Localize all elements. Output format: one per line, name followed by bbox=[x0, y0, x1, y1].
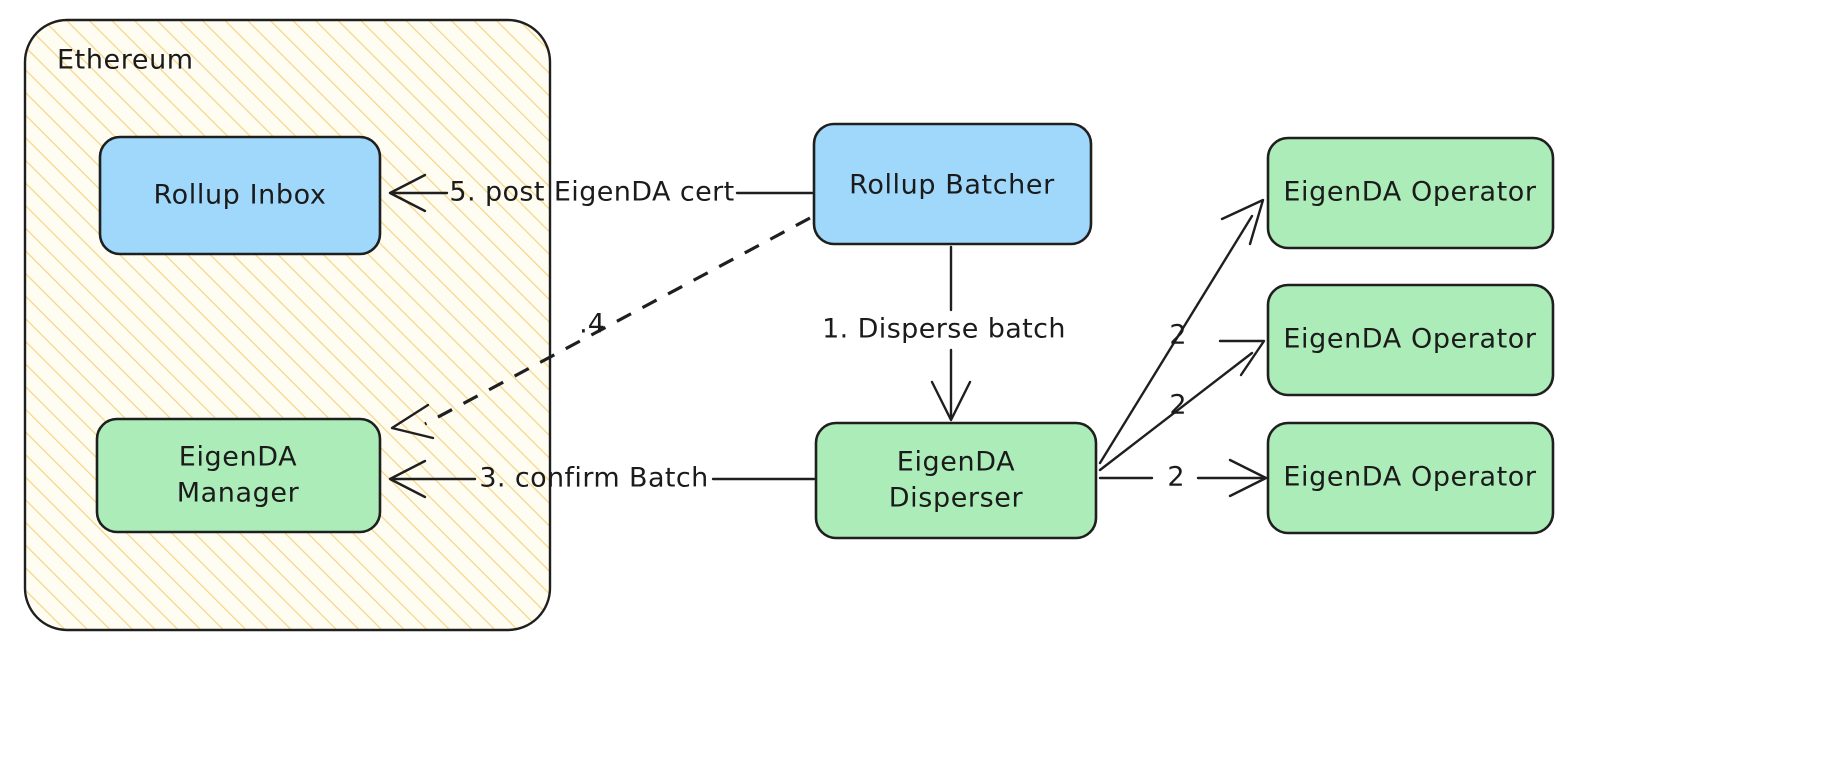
node-eigenda-disperser[interactable]: EigenDA Disperser bbox=[814, 421, 1098, 540]
store-1-line bbox=[1098, 214, 1254, 465]
store-3-arrowhead bbox=[1228, 458, 1268, 498]
eigenda-disperser-label-line2: Disperser bbox=[889, 483, 1024, 514]
eigenda-manager-label-line2: Manager bbox=[177, 478, 300, 509]
store-2-arrowhead bbox=[1218, 339, 1266, 377]
eigenda-manager-label-line1: EigenDA bbox=[179, 442, 297, 473]
confirm-batch-arrowhead bbox=[388, 459, 427, 499]
store-1-arrowhead bbox=[1220, 198, 1265, 246]
edge-store-operator-1: 2 bbox=[1098, 198, 1265, 465]
node-eigenda-manager[interactable]: EigenDA Manager bbox=[95, 417, 382, 534]
eigenda-disperser-box[interactable] bbox=[814, 421, 1098, 540]
rollup-inbox-box[interactable] bbox=[98, 135, 382, 256]
step-four-line bbox=[424, 216, 811, 426]
eigenda-disperser-label-line1: EigenDA bbox=[897, 447, 1015, 478]
eigenda-manager-box[interactable] bbox=[95, 417, 382, 534]
disperse-batch-label: 1. Disperse batch bbox=[822, 314, 1066, 345]
ethereum-cluster: Ethereum bbox=[23, 18, 552, 632]
node-eigenda-operator-2[interactable]: EigenDA Operator bbox=[1266, 283, 1555, 397]
post-cert-label: 5. post EigenDA cert bbox=[449, 177, 734, 208]
confirm-batch-label: 3. confirm Batch bbox=[479, 463, 708, 494]
node-rollup-batcher[interactable]: Rollup Batcher bbox=[812, 122, 1093, 246]
disperse-batch-arrowhead bbox=[930, 380, 972, 422]
store-2-label: 2 bbox=[1169, 390, 1186, 421]
node-eigenda-operator-1[interactable]: EigenDA Operator bbox=[1266, 136, 1555, 250]
node-rollup-inbox[interactable]: Rollup Inbox bbox=[98, 135, 382, 256]
eigenda-operator-2-label: EigenDA Operator bbox=[1283, 324, 1537, 355]
eigenda-operator-2-box[interactable] bbox=[1266, 283, 1555, 397]
rollup-batcher-box[interactable] bbox=[812, 122, 1093, 246]
edge-store-operator-2: 2 bbox=[1098, 339, 1266, 472]
store-1-label: 2 bbox=[1169, 320, 1186, 351]
ethereum-cluster-box bbox=[23, 18, 552, 632]
store-2-line bbox=[1098, 351, 1254, 472]
step-four-label: .4 bbox=[579, 309, 605, 340]
eigenda-operator-3-box[interactable] bbox=[1266, 421, 1555, 535]
edge-disperse-batch: 1. Disperse batch bbox=[822, 245, 1066, 422]
store-3-label: 2 bbox=[1167, 462, 1184, 493]
edge-step-four: .4 bbox=[390, 216, 811, 440]
post-cert-arrowhead bbox=[388, 173, 427, 213]
rollup-batcher-label: Rollup Batcher bbox=[849, 170, 1055, 201]
node-eigenda-operator-3[interactable]: EigenDA Operator bbox=[1266, 421, 1555, 535]
eigenda-operator-3-label: EigenDA Operator bbox=[1283, 462, 1537, 493]
eigenda-operator-1-box[interactable] bbox=[1266, 136, 1555, 250]
step-four-arrowhead bbox=[390, 403, 435, 440]
edge-confirm-batch: 3. confirm Batch bbox=[388, 459, 816, 499]
edge-post-eigenda-cert: 5. post EigenDA cert bbox=[388, 173, 814, 213]
eigenda-operator-1-label: EigenDA Operator bbox=[1283, 177, 1537, 208]
ethereum-cluster-label: Ethereum bbox=[57, 45, 194, 76]
edge-store-operator-3: 2 bbox=[1098, 458, 1268, 498]
rollup-inbox-label: Rollup Inbox bbox=[154, 180, 327, 211]
